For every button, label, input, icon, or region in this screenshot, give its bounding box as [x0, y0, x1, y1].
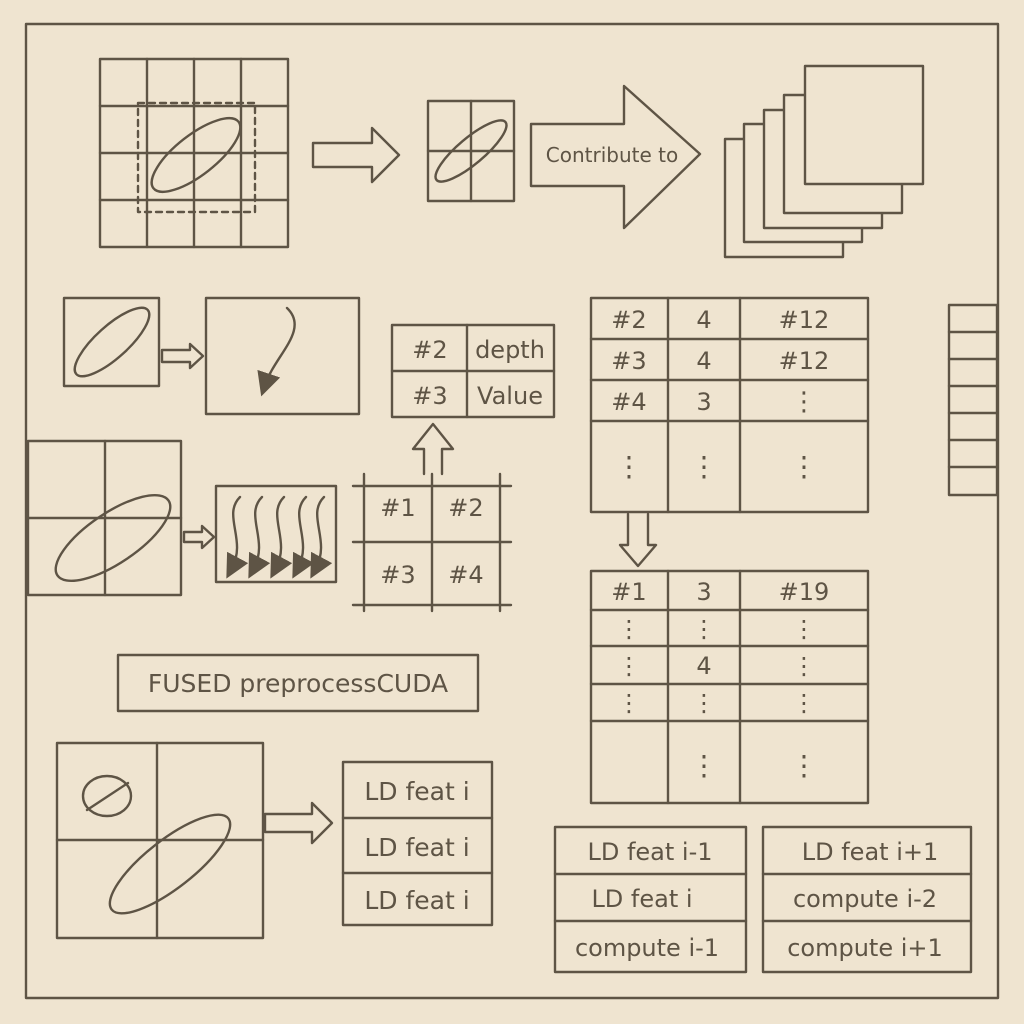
- table-cell: ⋮: [790, 749, 818, 782]
- pipeline-left-label: LD feat i-1: [587, 838, 712, 866]
- contribute-arrow-label: Contribute to: [546, 143, 678, 167]
- tile-grid-4x4: [98, 57, 290, 249]
- projection-curve: [257, 306, 296, 397]
- gaussian-ellipse: [150, 117, 242, 193]
- table-cell: ⋮: [790, 450, 818, 483]
- ld-stack: [341, 760, 494, 927]
- table-cell: ⋮: [617, 689, 641, 717]
- table-cell: ⋮: [692, 689, 716, 717]
- table-cell: ⋮: [617, 652, 641, 680]
- small-circle-ellipse: [81, 774, 133, 818]
- arrow-right-2: [160, 342, 205, 370]
- overlap-grid: [26, 439, 183, 597]
- fused-label-box: [116, 653, 480, 713]
- table-cell: ⋮: [692, 615, 716, 643]
- depth-table-cell: Value: [477, 382, 543, 410]
- table-cell: ⋮: [690, 749, 718, 782]
- tile-stack: [723, 64, 925, 259]
- ray-box: [214, 484, 338, 584]
- arrow-down: [618, 512, 658, 568]
- table-cell: #1: [611, 578, 646, 606]
- table-cell: 3: [696, 578, 711, 606]
- gaussian-ellipse-boxed: [73, 306, 151, 378]
- small-circle-stroke: [85, 781, 130, 812]
- sorted-table-upper: [589, 296, 870, 514]
- arrow-up: [411, 422, 455, 476]
- table-cell: #19: [779, 578, 830, 606]
- table-cell: ⋮: [615, 450, 643, 483]
- ray-curves: [226, 495, 333, 579]
- arrow-right-4: [263, 801, 334, 845]
- tile-grid-numbered: [351, 472, 513, 613]
- table-cell: #3: [611, 347, 646, 375]
- sorted-table-lower: [589, 569, 870, 805]
- side-strip: [947, 303, 999, 497]
- depth-table-cell: depth: [475, 336, 545, 364]
- pipeline-left: [553, 825, 748, 974]
- arrow-right-1: [311, 126, 401, 184]
- pipeline-left-label: compute i-1: [575, 934, 719, 962]
- table-cell: 4: [696, 652, 711, 680]
- table-cell: 3: [696, 388, 711, 416]
- ld-stack-label: LD feat i: [364, 777, 469, 806]
- depth-table-cell: #2: [412, 336, 447, 364]
- pipeline-right-label: LD feat i+1: [802, 838, 939, 866]
- tile-number: #2: [448, 494, 483, 522]
- gaussian-ellipse-small: [434, 119, 508, 183]
- depth-table-cell: #3: [412, 382, 447, 410]
- gaussian-ellipse-large: [54, 493, 172, 583]
- table-cell: ⋮: [792, 689, 816, 717]
- tile-number: #3: [380, 561, 415, 589]
- table-cell: 4: [696, 306, 711, 334]
- table-cell: #2: [611, 306, 646, 334]
- depth-table: [390, 323, 556, 419]
- gaussian-ellipse-bottom: [108, 813, 232, 915]
- table-cell: #12: [779, 347, 830, 375]
- tile-number: #4: [448, 561, 483, 589]
- ellipse-box: [62, 296, 161, 388]
- table-cell: #4: [611, 388, 646, 416]
- pipeline-left-label: LD feat i: [591, 885, 692, 913]
- table-cell: ⋮: [791, 387, 817, 417]
- tile-number: #1: [380, 494, 415, 522]
- table-cell: #12: [779, 306, 830, 334]
- pipeline-right-label: compute i+1: [787, 934, 943, 962]
- tile-grid-2x2: [426, 99, 516, 203]
- projection-box: [204, 296, 361, 416]
- table-cell: ⋮: [792, 615, 816, 643]
- ld-stack-label: LD feat i: [364, 886, 469, 915]
- contribute-arrow: [529, 84, 702, 230]
- table-cell: 4: [696, 347, 711, 375]
- table-cell: ⋮: [617, 615, 641, 643]
- ld-stack-label: LD feat i: [364, 833, 469, 862]
- outer-frame: [24, 22, 1000, 1000]
- pipeline-right: [761, 825, 973, 974]
- fused-label: FUSED preprocessCUDA: [148, 669, 448, 698]
- arrow-right-3: [182, 524, 216, 550]
- table-cell: ⋮: [690, 450, 718, 483]
- table-cell: ⋮: [792, 652, 816, 680]
- pipeline-right-label: compute i-2: [793, 885, 937, 913]
